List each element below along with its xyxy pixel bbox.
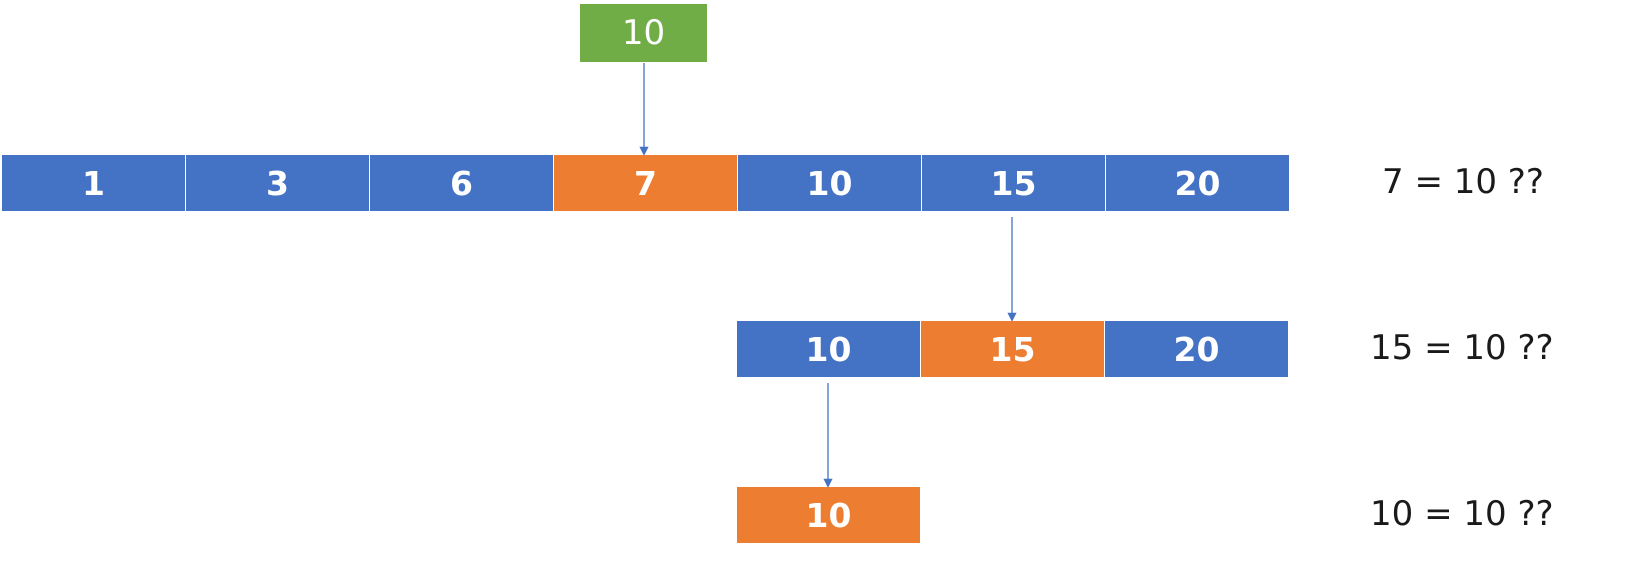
array-cell: 15 [922, 155, 1105, 211]
array-cell: 10 [737, 487, 920, 543]
search-array-row-1: 1 3 6 7 10 15 20 [2, 155, 1289, 211]
target-value-label: 10 [621, 13, 666, 53]
array-cell-label: 3 [266, 163, 289, 203]
target-value-box: 10 [580, 4, 707, 62]
array-cell: 6 [370, 155, 553, 211]
array-cell-label: 7 [634, 163, 657, 203]
array-cell-label: 10 [805, 329, 852, 369]
search-array-row-3: 10 [737, 487, 920, 543]
array-cell: 10 [738, 155, 921, 211]
array-cell-label: 6 [450, 163, 473, 203]
array-cell-label: 15 [989, 329, 1036, 369]
comparison-text-3: 10 = 10 ?? [1370, 494, 1554, 534]
array-cell: 7 [554, 155, 737, 211]
array-cell: 1 [2, 155, 185, 211]
array-cell-label: 1 [82, 163, 105, 203]
array-cell-label: 10 [806, 163, 853, 203]
array-cell: 20 [1105, 321, 1288, 377]
array-cell-label: 20 [1173, 329, 1220, 369]
array-cell: 15 [921, 321, 1104, 377]
array-cell: 10 [737, 321, 920, 377]
array-cell: 3 [186, 155, 369, 211]
array-cell-label: 15 [990, 163, 1037, 203]
comparison-text-2: 15 = 10 ?? [1370, 328, 1554, 368]
search-array-row-2: 10 15 20 [737, 321, 1288, 377]
array-cell: 20 [1106, 155, 1289, 211]
comparison-text-1: 7 = 10 ?? [1382, 162, 1544, 202]
array-cell-label: 10 [805, 495, 852, 535]
array-cell-label: 20 [1174, 163, 1221, 203]
